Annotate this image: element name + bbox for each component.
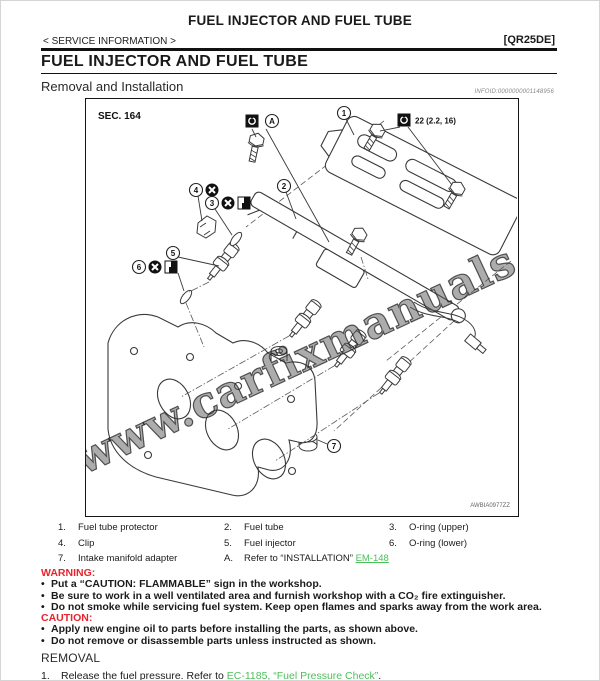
warning-title: WARNING: bbox=[41, 567, 96, 579]
svg-text:A: A bbox=[269, 117, 275, 126]
fuel-hose-part bbox=[409, 301, 487, 355]
parts-row: 4.Clip 5.Fuel injector 6.O-ring (lower) bbox=[41, 538, 559, 549]
part-label: Fuel tube bbox=[244, 522, 284, 533]
part-item-1: 1.Fuel tube protector bbox=[58, 522, 158, 533]
section-heading: FUEL INJECTOR AND FUEL TUBE bbox=[41, 53, 309, 70]
apply-oil-icon bbox=[237, 196, 251, 210]
svg-text:5: 5 bbox=[171, 249, 176, 258]
removal-heading: REMOVAL bbox=[41, 651, 101, 665]
fuel-tube-protector-part bbox=[320, 115, 517, 256]
fuel-injector-exploded-part bbox=[202, 239, 242, 285]
part-item-7: 7.Intake manifold adapter bbox=[58, 553, 178, 564]
figure-id-code: AWBIA0977ZZ bbox=[470, 503, 510, 509]
svg-text:7: 7 bbox=[332, 442, 337, 451]
part-label: Fuel injector bbox=[244, 537, 296, 549]
diagram-linework: SEC. 164 bbox=[98, 105, 517, 509]
parts-row: 1.Fuel tube protector 2.Fuel tube 3.O-ri… bbox=[41, 522, 559, 533]
callout-A: A bbox=[264, 113, 280, 129]
torque-spec-label: 22 (2.2, 16) bbox=[415, 117, 456, 126]
install-note-icon bbox=[244, 113, 260, 129]
subsection-heading: Removal and Installation bbox=[41, 79, 184, 94]
torque-wrench-icon bbox=[396, 112, 412, 128]
warning-item: Do not smoke while servicing fuel system… bbox=[41, 601, 563, 613]
part-item-6: 6.O-ring (lower) bbox=[389, 537, 468, 549]
sec-number-label: SEC. 164 bbox=[98, 111, 141, 122]
fuel-injector-part bbox=[374, 353, 414, 399]
part-item-2: 2.Fuel tube bbox=[224, 522, 284, 533]
callout-5: 5 bbox=[165, 245, 181, 261]
callout-2: 2 bbox=[276, 178, 292, 194]
callout-4: 4 bbox=[188, 182, 204, 198]
engine-code-badge: [QR25DE] bbox=[503, 34, 555, 46]
o-ring-lower-part bbox=[179, 289, 193, 305]
part-label: O-ring (lower) bbox=[409, 537, 468, 549]
clip-part bbox=[196, 215, 217, 239]
svg-text:3: 3 bbox=[210, 199, 215, 208]
breadcrumb: < SERVICE INFORMATION > bbox=[43, 36, 176, 47]
caution-item: Apply new engine oil to parts before ins… bbox=[41, 624, 563, 636]
warning-item: Be sure to work in a well ventilated are… bbox=[41, 590, 563, 602]
part-item-4: 4.Clip bbox=[58, 537, 95, 549]
warning-item: Put a “CAUTION: FLAMMABLE” sign in the w… bbox=[41, 578, 563, 590]
intake-manifold-part bbox=[107, 313, 318, 497]
part-item-A: A.Refer to “INSTALLATION” EM-148 bbox=[224, 553, 389, 564]
svg-text:4: 4 bbox=[194, 186, 199, 195]
center-lines bbox=[180, 256, 380, 462]
o-ring-upper-part bbox=[229, 231, 243, 247]
callout-7: 7 bbox=[326, 438, 342, 454]
callout-1: 1 bbox=[336, 105, 352, 121]
heading-divider bbox=[41, 72, 557, 74]
em-148-link[interactable]: EM-148 bbox=[355, 553, 389, 564]
part-label: O-ring (upper) bbox=[409, 522, 469, 533]
page-header-title: FUEL INJECTOR AND FUEL TUBE bbox=[188, 13, 412, 28]
part-label: Clip bbox=[78, 537, 95, 549]
infoid-code: INFOID:0000000001148956 bbox=[474, 89, 554, 95]
caution-item: Do not remove or disassemble parts unles… bbox=[41, 635, 563, 647]
always-replace-icon bbox=[204, 182, 220, 198]
parts-legend: 1.Fuel tube protector 2.Fuel tube 3.O-ri… bbox=[41, 522, 559, 569]
ec-1185-link[interactable]: EC-1185, “Fuel Pressure Check” bbox=[226, 670, 379, 681]
callout-3: 3 bbox=[204, 195, 220, 211]
header-divider bbox=[41, 48, 557, 51]
part-item-empty bbox=[389, 553, 559, 564]
step-number: 1. bbox=[41, 670, 50, 681]
part-item-3: 3.O-ring (upper) bbox=[389, 522, 469, 533]
part-label: Intake manifold adapter bbox=[78, 553, 178, 564]
fuel-injector-part bbox=[329, 326, 369, 372]
svg-text:6: 6 bbox=[137, 263, 142, 272]
always-replace-icon bbox=[147, 259, 163, 275]
part-label: Fuel tube protector bbox=[78, 522, 158, 533]
fuel-injector-part bbox=[284, 296, 324, 342]
warning-section: WARNING: Put a “CAUTION: FLAMMABLE” sign… bbox=[41, 567, 563, 647]
parts-row: 7.Intake manifold adapter A.Refer to “IN… bbox=[41, 553, 559, 564]
always-replace-icon bbox=[220, 195, 236, 211]
callout-6: 6 bbox=[131, 259, 147, 275]
step-text: Release the fuel pressure. Refer to EC-1… bbox=[61, 670, 382, 681]
svg-text:2: 2 bbox=[282, 182, 287, 191]
apply-oil-icon bbox=[164, 260, 178, 274]
svg-text:1: 1 bbox=[342, 109, 347, 118]
part-item-5: 5.Fuel injector bbox=[224, 537, 296, 549]
fuel-tube-part bbox=[247, 191, 466, 324]
part-label: Refer to “INSTALLATION” EM-148 bbox=[244, 553, 389, 564]
callout-leader-lines bbox=[177, 118, 453, 445]
exploded-view-diagram: SEC. 164 bbox=[85, 98, 519, 517]
caution-title: CAUTION: bbox=[41, 612, 93, 625]
bolt-icon bbox=[243, 131, 267, 164]
removal-step-1: 1. Release the fuel pressure. Refer to E… bbox=[41, 670, 563, 681]
